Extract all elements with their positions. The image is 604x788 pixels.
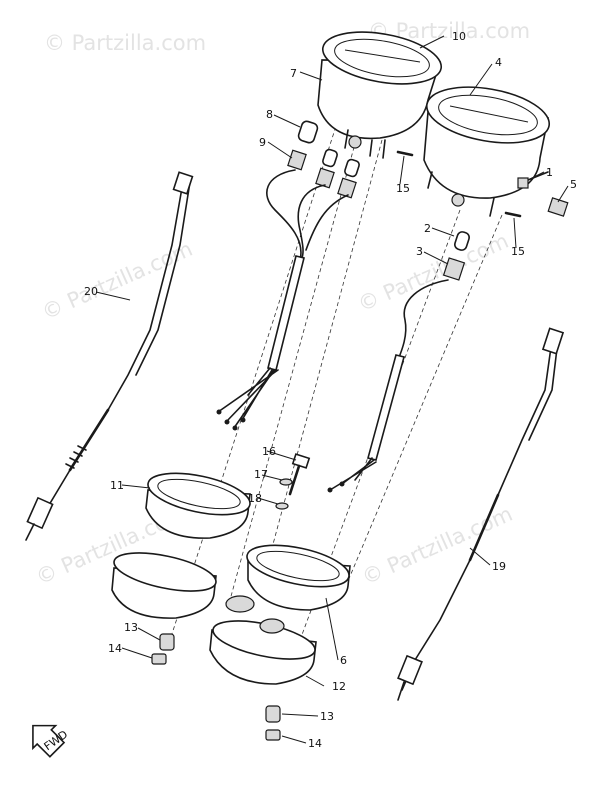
callout-14-right: 14 <box>308 737 322 750</box>
callout-14-left: 14 <box>108 642 122 655</box>
gauge-cases <box>111 472 351 685</box>
callout-6: 6 <box>340 654 347 667</box>
callout-18: 18 <box>248 492 262 505</box>
callout-12: 12 <box>332 680 346 693</box>
callout-5: 5 <box>570 178 577 191</box>
callout-13-right: 13 <box>320 710 334 723</box>
callout-1: 1 <box>546 166 553 179</box>
mounting-bolt-set <box>275 453 311 510</box>
wiring-harness <box>216 169 449 493</box>
watermark: © Partzilla.com <box>44 31 206 55</box>
callout-13-left: 13 <box>124 621 138 634</box>
callout-16: 16 <box>262 445 276 458</box>
bulbs-and-sockets <box>287 120 569 281</box>
callout-20: 20 <box>84 285 98 298</box>
assembly-guide-lines <box>169 119 503 641</box>
callout-8: 8 <box>266 108 273 121</box>
watermark: © Partzilla.com <box>38 237 196 325</box>
callout-10: 10 <box>452 30 466 43</box>
speedometer-cable-left <box>25 171 194 541</box>
callout-11: 11 <box>110 479 124 492</box>
callout-3: 3 <box>416 245 423 258</box>
callout-17: 17 <box>254 468 268 481</box>
watermark: © Partzilla.com <box>358 502 516 590</box>
callout-labels: 10 7 4 8 9 5 15 15 2 3 1 20 11 16 17 18 … <box>84 30 577 750</box>
tachometer-assembly <box>423 86 551 217</box>
callout-15-lower: 15 <box>511 245 525 258</box>
callout-7: 7 <box>290 67 297 80</box>
leader-lines <box>95 35 569 744</box>
callout-2: 2 <box>424 222 431 235</box>
tachometer-cable-right <box>397 327 565 701</box>
callout-4: 4 <box>495 56 502 69</box>
callout-9: 9 <box>259 136 266 149</box>
callout-15-upper: 15 <box>396 182 410 195</box>
watermark: © Partzilla.com <box>354 229 512 317</box>
grommets-and-nuts <box>151 633 281 741</box>
callout-19: 19 <box>492 560 506 573</box>
speedometer-assembly <box>317 31 443 159</box>
front-direction-arrow: FWD <box>32 724 70 758</box>
